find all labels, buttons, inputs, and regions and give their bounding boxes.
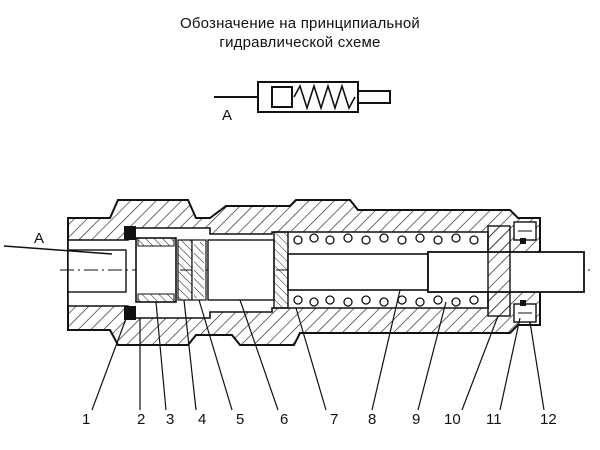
symbol-piston xyxy=(271,86,293,108)
callout-4: 4 xyxy=(198,411,206,428)
callout-8: 8 xyxy=(368,411,376,428)
inlet-port xyxy=(67,249,127,293)
callout-7: 7 xyxy=(330,411,338,428)
end-cap xyxy=(487,225,511,317)
diagram-caption: Обозначение на принципиальной гидравличе… xyxy=(0,14,600,52)
spring-icon xyxy=(293,233,479,307)
callout-10: 10 xyxy=(444,411,461,428)
symbol-rod xyxy=(357,90,391,104)
callout-11: 11 xyxy=(486,411,502,428)
bushing xyxy=(135,237,177,303)
callout-12: 12 xyxy=(540,411,557,428)
callout-1: 1 xyxy=(82,411,90,428)
symbol-spring-icon xyxy=(293,83,356,111)
callout-6: 6 xyxy=(280,411,288,428)
callout-2: 2 xyxy=(137,411,145,428)
symbol-port-label: А xyxy=(222,107,232,124)
callout-5: 5 xyxy=(236,411,244,428)
section-drawing: А xyxy=(3,199,590,346)
caption-line-2: гидравлической схеме xyxy=(219,34,381,51)
callout-3: 3 xyxy=(166,411,174,428)
piston-rod xyxy=(287,253,429,291)
schematic-symbol: А xyxy=(214,81,391,124)
caption-line-1: Обозначение на принципиальной xyxy=(179,15,421,32)
callout-9: 9 xyxy=(412,411,420,428)
callouts: 1 2 3 4 5 6 7 8 9 10 11 12 xyxy=(82,411,557,428)
seal-ring xyxy=(124,226,136,240)
washer xyxy=(177,239,193,301)
leader-lines xyxy=(91,289,545,411)
spring-seat xyxy=(273,231,289,309)
section-port-label: А xyxy=(34,230,44,247)
chamber xyxy=(207,239,275,301)
